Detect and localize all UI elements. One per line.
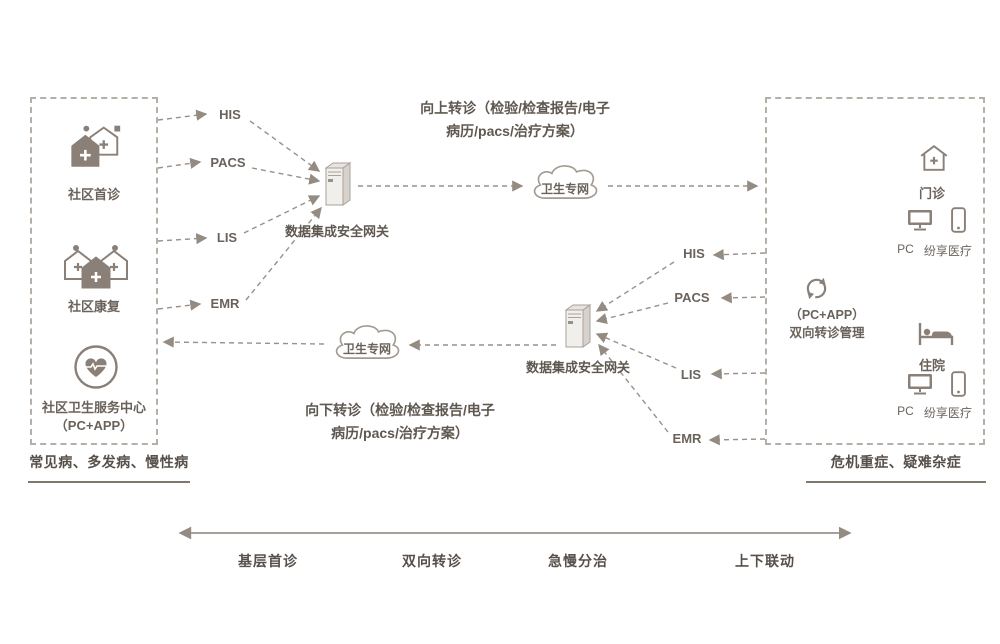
inpatient-apps-row: PC 纷享医疗 (887, 404, 982, 421)
cloud-bottom-label: 卫生专网 (342, 342, 391, 356)
arrow-leftbox-to-lis (157, 233, 208, 245)
protocol-emr-left: EMR (210, 296, 240, 311)
upward-referral-line1: 向上转诊（检验/检查报告/电子 (420, 100, 610, 116)
health-network-cloud-top: 卫生专网 (524, 160, 606, 210)
phone-icon-outpatient (951, 207, 966, 233)
health-center-label-line2: （PC+APP） (54, 418, 134, 433)
protocol-pacs-left: PACS (210, 155, 246, 170)
arrow-rightbox-to-his (712, 249, 766, 261)
health-center-label-line1: 社区卫生服务中心 (41, 400, 146, 415)
referral-management-label: （PC+APP） 双向转诊管理 (769, 306, 885, 342)
pc-monitor-icon-inpatient (908, 374, 932, 395)
community-first-visit-label: 社区首诊 (67, 187, 120, 202)
arrow-leftbox-to-pacs (157, 157, 202, 169)
arrow-pacs-to-gateway-bottom (595, 302, 669, 325)
protocol-lis-right: LIS (680, 367, 702, 382)
downward-referral-line2: 病历/pacs/治疗方案） (331, 425, 469, 441)
cloud-top-label: 卫生专网 (540, 182, 589, 196)
left-caption: 常见病、多发病、慢性病 (28, 452, 190, 483)
share-medical-label-inpatient: 纷享医疗 (923, 406, 972, 420)
arrow-rightbox-to-lis (710, 368, 766, 380)
hospital-panel: 门诊 PC 纷享医疗 （PC+APP） 双向转诊管理 (765, 97, 985, 445)
community-panel: 社区首诊 社区康复 社区卫生服务中心 （PC+APP） (30, 97, 158, 445)
arrow-emr-to-gateway-top (245, 206, 322, 301)
right-caption: 危机重症、疑难杂症 (806, 452, 986, 483)
bidirectional-sync-icon (806, 277, 827, 300)
gateway-server-top-icon (324, 162, 352, 206)
downward-referral-text: 向下转诊（检验/检查报告/电子 病历/pacs/治疗方案） (250, 399, 550, 445)
arrow-rightbox-to-pacs (720, 292, 766, 304)
upward-referral-line2: 病历/pacs/治疗方案） (446, 123, 584, 139)
outpatient-apps-row: PC 纷享医疗 (887, 242, 982, 259)
downward-referral-line1: 向下转诊（检验/检查报告/电子 (305, 402, 495, 418)
arrow-leftbox-to-emr (157, 299, 202, 311)
protocol-lis-left: LIS (216, 230, 238, 245)
referral-management-line2: 双向转诊管理 (789, 326, 865, 340)
phone-icon-inpatient (951, 371, 966, 397)
arrow-his-to-gateway-top (249, 120, 321, 172)
protocol-his-left: HIS (219, 107, 241, 122)
arrow-cloud-to-leftbox (162, 336, 325, 348)
gateway-bottom-label: 数据集成安全网关 (525, 360, 630, 375)
outpatient-icon (920, 145, 948, 171)
protocol-pacs-right: PACS (674, 290, 710, 305)
upward-referral-text: 向上转诊（检验/检查报告/电子 病历/pacs/治疗方案） (365, 97, 665, 143)
health-network-cloud-bottom: 卫生专网 (326, 320, 408, 370)
protocol-his-right: HIS (683, 246, 705, 261)
axis-label-updown-linkage: 上下联动 (735, 553, 795, 569)
inpatient-label: 住院 (918, 358, 945, 373)
arrow-lis-to-gateway-top (243, 195, 321, 234)
pc-label-outpatient: PC (897, 242, 914, 256)
community-rehab-icon (64, 245, 128, 289)
axis-label-bidirectional-referral: 双向转诊 (402, 553, 462, 569)
axis-label-acute-chronic-separation: 急慢分治 (548, 553, 608, 569)
arrow-emr-to-gateway-bottom (598, 343, 669, 433)
outpatient-label: 门诊 (918, 186, 945, 201)
gateway-server-bottom-icon (564, 304, 592, 348)
referral-management-line1: （PC+APP） (789, 308, 865, 322)
dashed-connectors (157, 109, 766, 446)
share-medical-label-outpatient: 纷享医疗 (923, 244, 972, 258)
gateway-top-label: 数据集成安全网关 (284, 224, 389, 239)
pc-label-inpatient: PC (897, 404, 914, 418)
community-rehab-label: 社区康复 (67, 299, 120, 314)
arrow-leftbox-to-his (157, 109, 208, 121)
community-first-visit-icon (71, 125, 121, 167)
pc-monitor-icon-outpatient (908, 210, 932, 231)
protocol-emr-right: EMR (672, 431, 702, 446)
health-center-icon (74, 345, 118, 389)
arrow-pacs-to-gateway-top (251, 167, 321, 185)
arrow-his-to-gateway-bottom (595, 261, 675, 312)
arrow-rightbox-to-emr (708, 434, 766, 446)
inpatient-bed-icon (918, 323, 954, 345)
axis-label-primary-first-visit: 基层首诊 (238, 553, 298, 569)
cloud-icon (533, 165, 598, 199)
cloud-icon (335, 325, 400, 359)
